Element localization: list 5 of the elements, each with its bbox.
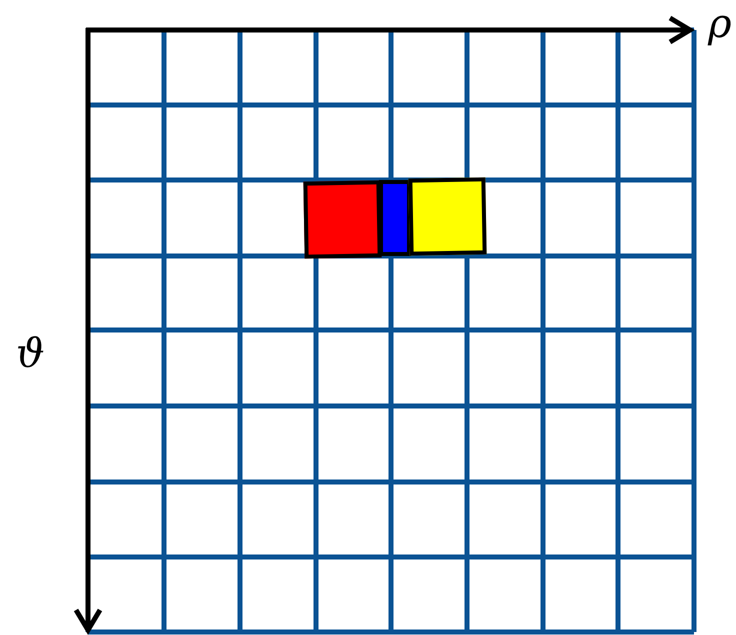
axis-label: ρ [708, 4, 732, 44]
filled-square [303, 180, 382, 259]
filled-square [379, 180, 411, 256]
filled-square [408, 177, 487, 256]
axis-label: ϑ [16, 334, 45, 374]
